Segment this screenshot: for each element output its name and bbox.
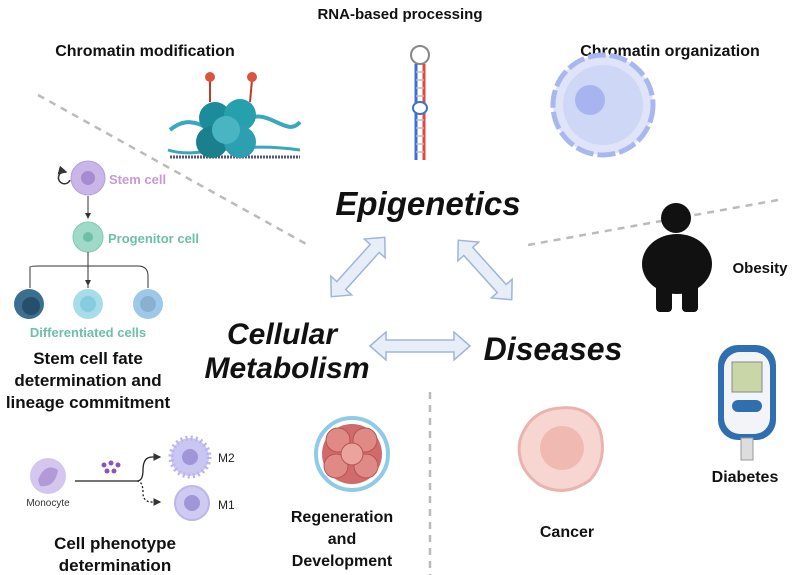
regeneration-line3: Development bbox=[292, 553, 393, 570]
stem-cell-fate-line2: determination and bbox=[14, 371, 161, 390]
cellular-metabolism-title-line1: Cellular bbox=[227, 318, 339, 351]
chromatin-modification-label: Chromatin modification bbox=[55, 43, 235, 60]
regeneration-line1: Regeneration bbox=[291, 509, 393, 526]
macrophage-polarization: Monocyte M2 M1 bbox=[26, 435, 235, 521]
differentiated-cells-label: Differentiated cells bbox=[30, 325, 146, 340]
chromatin-organization-label: Chromatin organization bbox=[580, 43, 760, 60]
obesity-silhouette-icon bbox=[642, 203, 712, 312]
embryo-icon bbox=[314, 416, 390, 492]
m1-label: M1 bbox=[218, 498, 235, 512]
double-arrows bbox=[330, 236, 513, 362]
progenitor-cell-label: Progenitor cell bbox=[108, 231, 199, 246]
stem-cell-fate-line3: lineage commitment bbox=[6, 393, 171, 412]
cell-phenotype-line2: determination bbox=[59, 556, 171, 575]
cell-phenotype-line1: Cell phenotype bbox=[54, 534, 176, 553]
cancer-cell-icon bbox=[517, 406, 604, 492]
monocyte-label: Monocyte bbox=[26, 498, 70, 509]
glucose-meter-icon bbox=[718, 345, 776, 461]
stem-cell-lineage: Stem cell Progenitor cell Differentiated… bbox=[14, 160, 199, 340]
self-renewal-icon bbox=[57, 165, 71, 185]
nucleosome-icon bbox=[167, 72, 302, 159]
diabetes-label: Diabetes bbox=[712, 469, 779, 486]
divider-lines bbox=[37, 93, 779, 575]
cellular-metabolism-title-line2: Metabolism bbox=[204, 352, 369, 385]
m2-label: M2 bbox=[218, 451, 235, 465]
arrow-metabolism-diseases-icon bbox=[368, 330, 472, 362]
cancer-label: Cancer bbox=[540, 524, 594, 541]
rna-hairpin-icon bbox=[410, 45, 430, 160]
stem-cell-label: Stem cell bbox=[109, 172, 166, 187]
nucleus-icon bbox=[550, 52, 656, 158]
stem-cell-fate-line1: Stem cell fate bbox=[33, 349, 143, 368]
arrow-epigenetics-diseases-icon bbox=[457, 239, 513, 301]
arrow-epigenetics-metabolism-icon bbox=[330, 236, 386, 298]
epigenetics-title: Epigenetics bbox=[335, 185, 520, 222]
obesity-label: Obesity bbox=[732, 260, 788, 277]
regeneration-line2: and bbox=[328, 531, 356, 548]
rna-processing-label: RNA-based processing bbox=[317, 6, 482, 23]
diseases-title: Diseases bbox=[484, 331, 623, 367]
